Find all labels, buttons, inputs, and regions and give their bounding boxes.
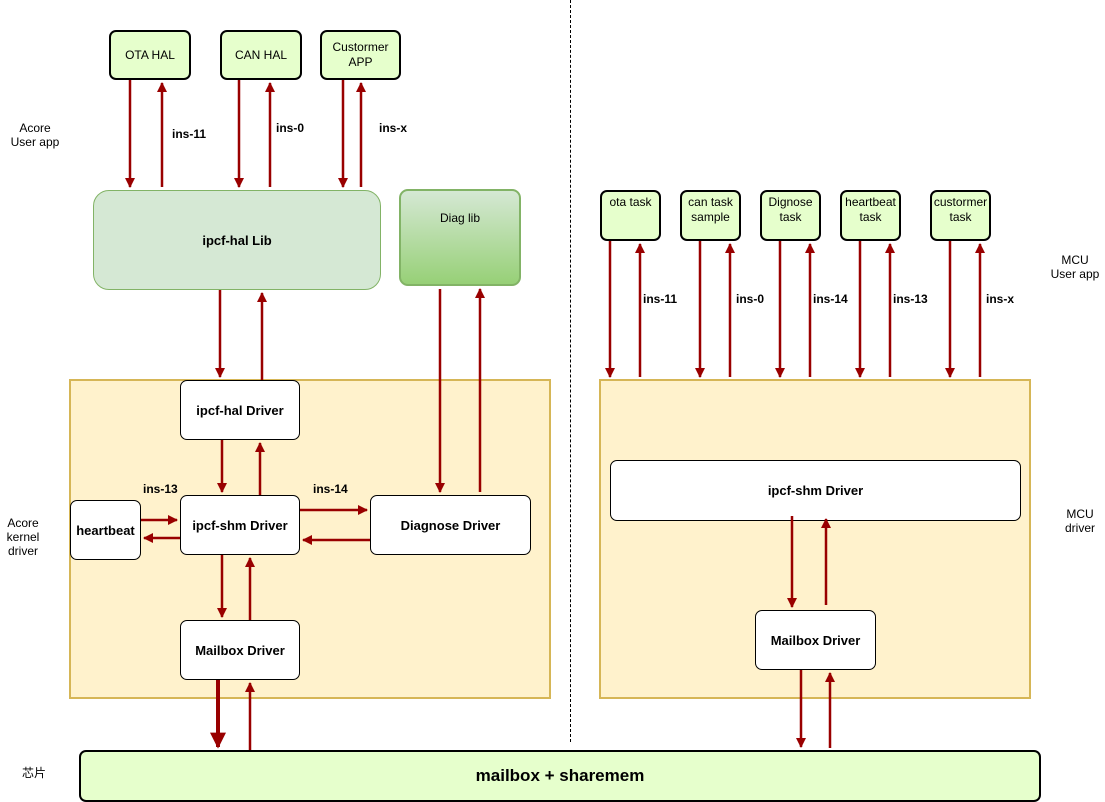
- ins-label-diagnose: ins-14: [313, 482, 348, 496]
- acore-mcu-divider: [570, 0, 571, 742]
- can-task-sample-box: can task sample: [680, 190, 741, 241]
- heartbeat-box: heartbeat: [70, 500, 141, 560]
- mcu-ins-label-customer: ins-x: [986, 292, 1015, 306]
- ins-label-ota: ins-11: [172, 127, 207, 141]
- mailbox-sharemem-bar: mailbox + sharemem: [79, 750, 1041, 802]
- mcu-ipcf-shm-driver-box: ipcf-shm Driver: [610, 460, 1021, 521]
- ota-hal-box: OTA HAL: [109, 30, 191, 80]
- ins-label-customer: ins-x: [379, 121, 408, 135]
- dignose-task-box: Dignose task: [760, 190, 821, 241]
- ins-label-heartbeat: ins-13: [143, 482, 178, 496]
- diagnose-driver-box: Diagnose Driver: [370, 495, 531, 555]
- mcu-ins-label-can: ins-0: [736, 292, 765, 306]
- can-hal-box: CAN HAL: [220, 30, 302, 80]
- heartbeat-task-box: heartbeat task: [840, 190, 901, 241]
- label-chip: 芯片: [21, 766, 46, 780]
- mcu-mailbox-driver-box: Mailbox Driver: [755, 610, 876, 670]
- ipcf-shm-driver-box: ipcf-shm Driver: [180, 495, 300, 555]
- ota-task-box: ota task: [600, 190, 661, 241]
- diag-lib-box: Diag lib: [399, 189, 521, 286]
- mcu-ins-label-dignose: ins-14: [813, 292, 848, 306]
- customer-task-box: custormer task: [930, 190, 991, 241]
- customer-app-box: Custormer APP: [320, 30, 401, 80]
- acore-mailbox-driver-box: Mailbox Driver: [180, 620, 300, 680]
- ipcf-hal-driver-box: ipcf-hal Driver: [180, 380, 300, 440]
- mcu-ins-label-heartbeat: ins-13: [893, 292, 928, 306]
- mcu-ins-label-ota: ins-11: [643, 292, 678, 306]
- ins-label-can: ins-0: [276, 121, 305, 135]
- ipcf-hal-lib-box: ipcf-hal Lib: [93, 190, 381, 290]
